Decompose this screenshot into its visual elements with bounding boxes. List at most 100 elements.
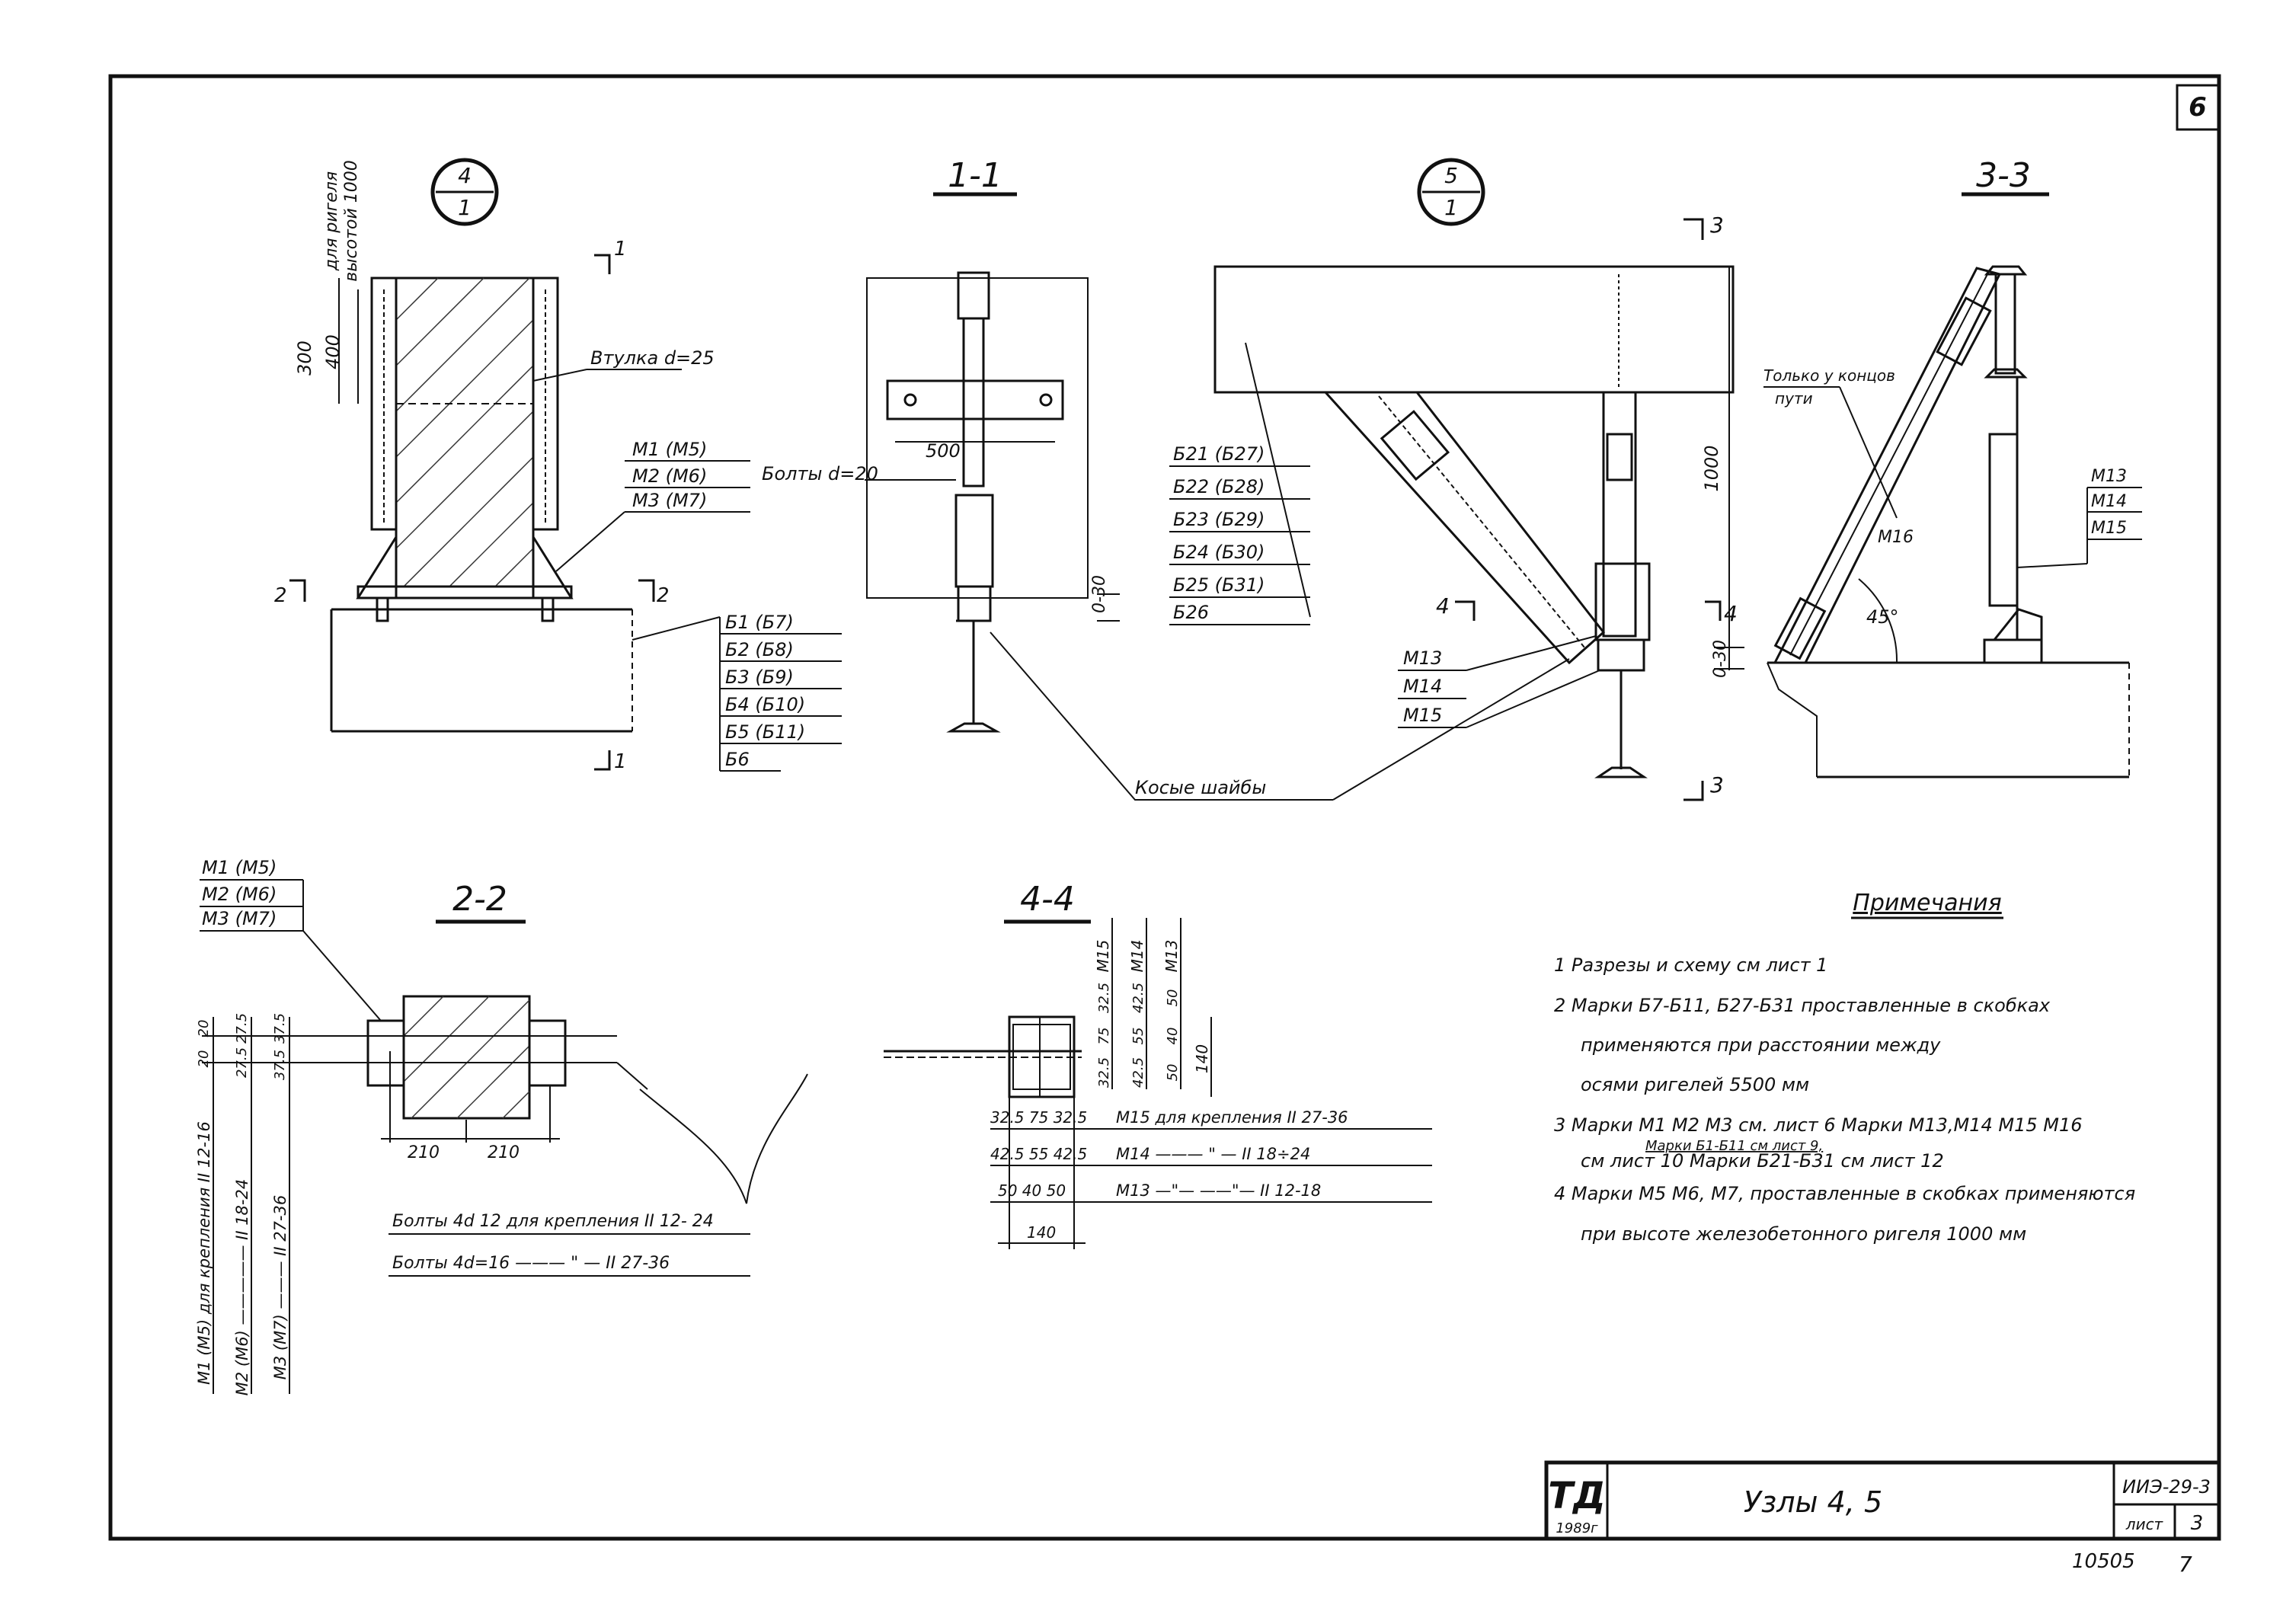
s44-row-3-dims: 50 40 50: [998, 1181, 1066, 1200]
node-4-view: 4 1 300 400 для ригеля: [274, 158, 842, 773]
drawing-code: ИИЭ-29-3: [2122, 1476, 2211, 1498]
s44-row-2-text: М14 ——— " — II 18÷24: [1116, 1145, 1310, 1163]
s44-dim-325-b: 32.5: [1096, 1057, 1112, 1088]
node4-dim-300: 300: [294, 340, 315, 376]
note-line-5: 3 Марки М1 М2 М3 см. лист 6 Марки М13,М1…: [1554, 1114, 2083, 1136]
s44-dim-75: 75: [1096, 1028, 1112, 1045]
node4-b-mark-5: Б5 (Б11): [725, 721, 805, 743]
title-block-year: 1989г: [1556, 1520, 1598, 1536]
s22-dim-20-b: 20: [196, 1050, 212, 1068]
s44-dim-55: 55: [1130, 1028, 1146, 1045]
section-1-1-title: 1-1: [948, 156, 1002, 195]
node5-m15: М15: [1403, 705, 1442, 726]
s44-dim-50-b: 50: [1165, 1064, 1181, 1082]
node-5-circle: [1417, 158, 1485, 226]
notes-title: Примечания: [1853, 890, 2001, 916]
node5-cut-3-top: 3: [1710, 213, 1724, 238]
s22-dim-275-a: 27.5: [234, 1013, 250, 1044]
node5-cut-3-bottom: 3: [1710, 772, 1724, 798]
s22-dim-210-b: 210: [488, 1143, 520, 1162]
logo-td: ТД: [1548, 1475, 1606, 1517]
s44-row-3-text: М13 —"— ——"— II 12-18: [1116, 1181, 1321, 1200]
node4-sleeve-label: Втулка d=25: [590, 347, 715, 369]
s44-row-2-dims: 42.5 55 42.5: [990, 1145, 1087, 1163]
section-3-3-angle: 45°: [1866, 606, 1899, 628]
section-1-1-dim-0-30: 0-30: [1090, 575, 1109, 613]
s44-col-m15: М15: [1094, 940, 1112, 973]
s22-vert-m1: М1 (М5) для крепления II 12-16: [195, 1121, 213, 1385]
node4-cut-top: 1: [614, 238, 627, 261]
s22-dim-210-a: 210: [408, 1143, 440, 1162]
node4-b-mark-4: Б4 (Б10): [725, 694, 805, 715]
page-number: 7: [2179, 1552, 2192, 1577]
corner-box: [2176, 84, 2221, 131]
node5-b-mark-4: Б24 (Б30): [1173, 542, 1265, 563]
s22-dim-275-b: 27.5: [234, 1047, 250, 1078]
s22-mark-m1: М1 (М5): [202, 857, 277, 878]
section-4-4-title: 4-4: [1020, 880, 1075, 919]
s44-col-m13: М13: [1162, 940, 1181, 973]
node5-b-mark-3: Б23 (Б29): [1173, 509, 1265, 530]
s44-dim-425-a: 42.5: [1130, 983, 1146, 1013]
washers-label: Косые шайбы: [1135, 777, 1266, 798]
node5-dim-0-30: 0-30: [1711, 640, 1730, 678]
s44-dim-325-a: 32.5: [1096, 983, 1112, 1013]
s44-col-m14: М14: [1128, 940, 1146, 973]
section-1-1-dim-500: 500: [926, 440, 961, 462]
note-line-4: осями ригелей 5500 мм: [1581, 1074, 1809, 1095]
archive-number: 10505: [2072, 1550, 2135, 1573]
title-block: ТД 1989г Узлы 4, 5 ИИЭ-29-3 лист 3 10505…: [1544, 1460, 2221, 1577]
notes-block: Примечания 1 Разрезы и схему см лист 1 2…: [1554, 890, 2135, 1245]
node4-b-mark-1: Б1 (Б7): [725, 612, 794, 633]
node-5-sheet: 1: [1444, 195, 1458, 220]
s22-bolts-16: Болты 4d=16 ——— " — II 27-36: [392, 1254, 670, 1273]
s22-vert-m2: М2 (М6) ————— II 18-24: [233, 1179, 251, 1395]
node-5-view: 5 1 1000 0-30 3 3 4 4: [1169, 158, 1744, 801]
section-2-2-title: 2-2: [452, 880, 507, 919]
node4-mark-m2: М2 (М6): [632, 465, 707, 487]
node5-cut-4-left: 4: [1436, 593, 1450, 619]
ends-only-line-1: Только у концов: [1763, 366, 1895, 385]
section-3-3: 3-3 45° Только у концов пути М16: [1763, 156, 2142, 778]
s44-dim-50-a: 50: [1165, 989, 1181, 1007]
section-3-3-m14: М14: [2091, 492, 2127, 511]
section-2-2: 2-2 М1 (М5) М2 (М6) М3 (М7) 210 210: [195, 857, 808, 1395]
s22-dim-375-a: 37.5: [272, 1013, 288, 1044]
section-3-3-m13: М13: [2091, 467, 2127, 486]
s44-dim-425-b: 42.5: [1130, 1057, 1146, 1088]
node4-b-mark-3: Б3 (Б9): [725, 667, 794, 688]
node5-b-mark-6: Б26: [1173, 602, 1209, 623]
s22-mark-m2: М2 (М6): [202, 884, 277, 905]
s22-vert-m3: М3 (М7) ——— II 27-36: [271, 1195, 289, 1379]
node-4-circle: [430, 158, 499, 226]
note-line-2: 2 Марки Б7-Б11, Б27-Б31 проставленные в …: [1554, 995, 2051, 1016]
ends-only-line-2: пути: [1775, 389, 1813, 408]
node4-mark-m3: М3 (М7): [632, 490, 707, 511]
note-line-8: 4 Марки М5 М6, М7, проставленные в скобк…: [1554, 1183, 2135, 1204]
node5-b-mark-5: Б25 (Б31): [1173, 574, 1265, 596]
node4-dim-400: 400: [322, 334, 344, 369]
note-line-7: см лист 10 Марки Б21-Б31 см лист 12: [1581, 1150, 1944, 1172]
node4-cut-right: 2: [657, 584, 670, 607]
node4-b-mark-6: Б6: [725, 749, 750, 770]
section-1-1: 1-1 500 Болты d=20 0-30 Косые шайбы: [762, 156, 1570, 801]
s44-row-1-dims: 32.5 75 32.5: [990, 1108, 1087, 1127]
section-3-3-m16: М16: [1878, 528, 1914, 547]
node4-b-mark-2: Б2 (Б8): [725, 639, 794, 660]
node4-mark-m1: М1 (М5): [632, 439, 707, 460]
note-line-9: при высоте железобетонного ригеля 1000 м…: [1581, 1223, 2026, 1245]
node5-cut-4-right: 4: [1724, 601, 1738, 626]
s44-dim-140-v: 140: [1193, 1044, 1211, 1073]
section-3-3-m15: М15: [2091, 519, 2127, 538]
sheet-number: 3: [2191, 1512, 2204, 1535]
node4-rigel-note-2: высотой 1000: [342, 160, 361, 281]
note-line-3: применяются при расстоянии между: [1581, 1034, 1941, 1056]
node5-m13: М13: [1403, 647, 1442, 669]
s22-mark-m3: М3 (М7): [202, 908, 277, 929]
s44-dim-140-h: 140: [1027, 1223, 1056, 1242]
s22-dim-375-b: 37.5: [272, 1050, 288, 1080]
s44-dim-40: 40: [1165, 1028, 1181, 1045]
note-line-6: Марки Б1-Б11 см лист 9,: [1645, 1138, 1823, 1154]
sheet-label: лист: [2125, 1515, 2164, 1533]
